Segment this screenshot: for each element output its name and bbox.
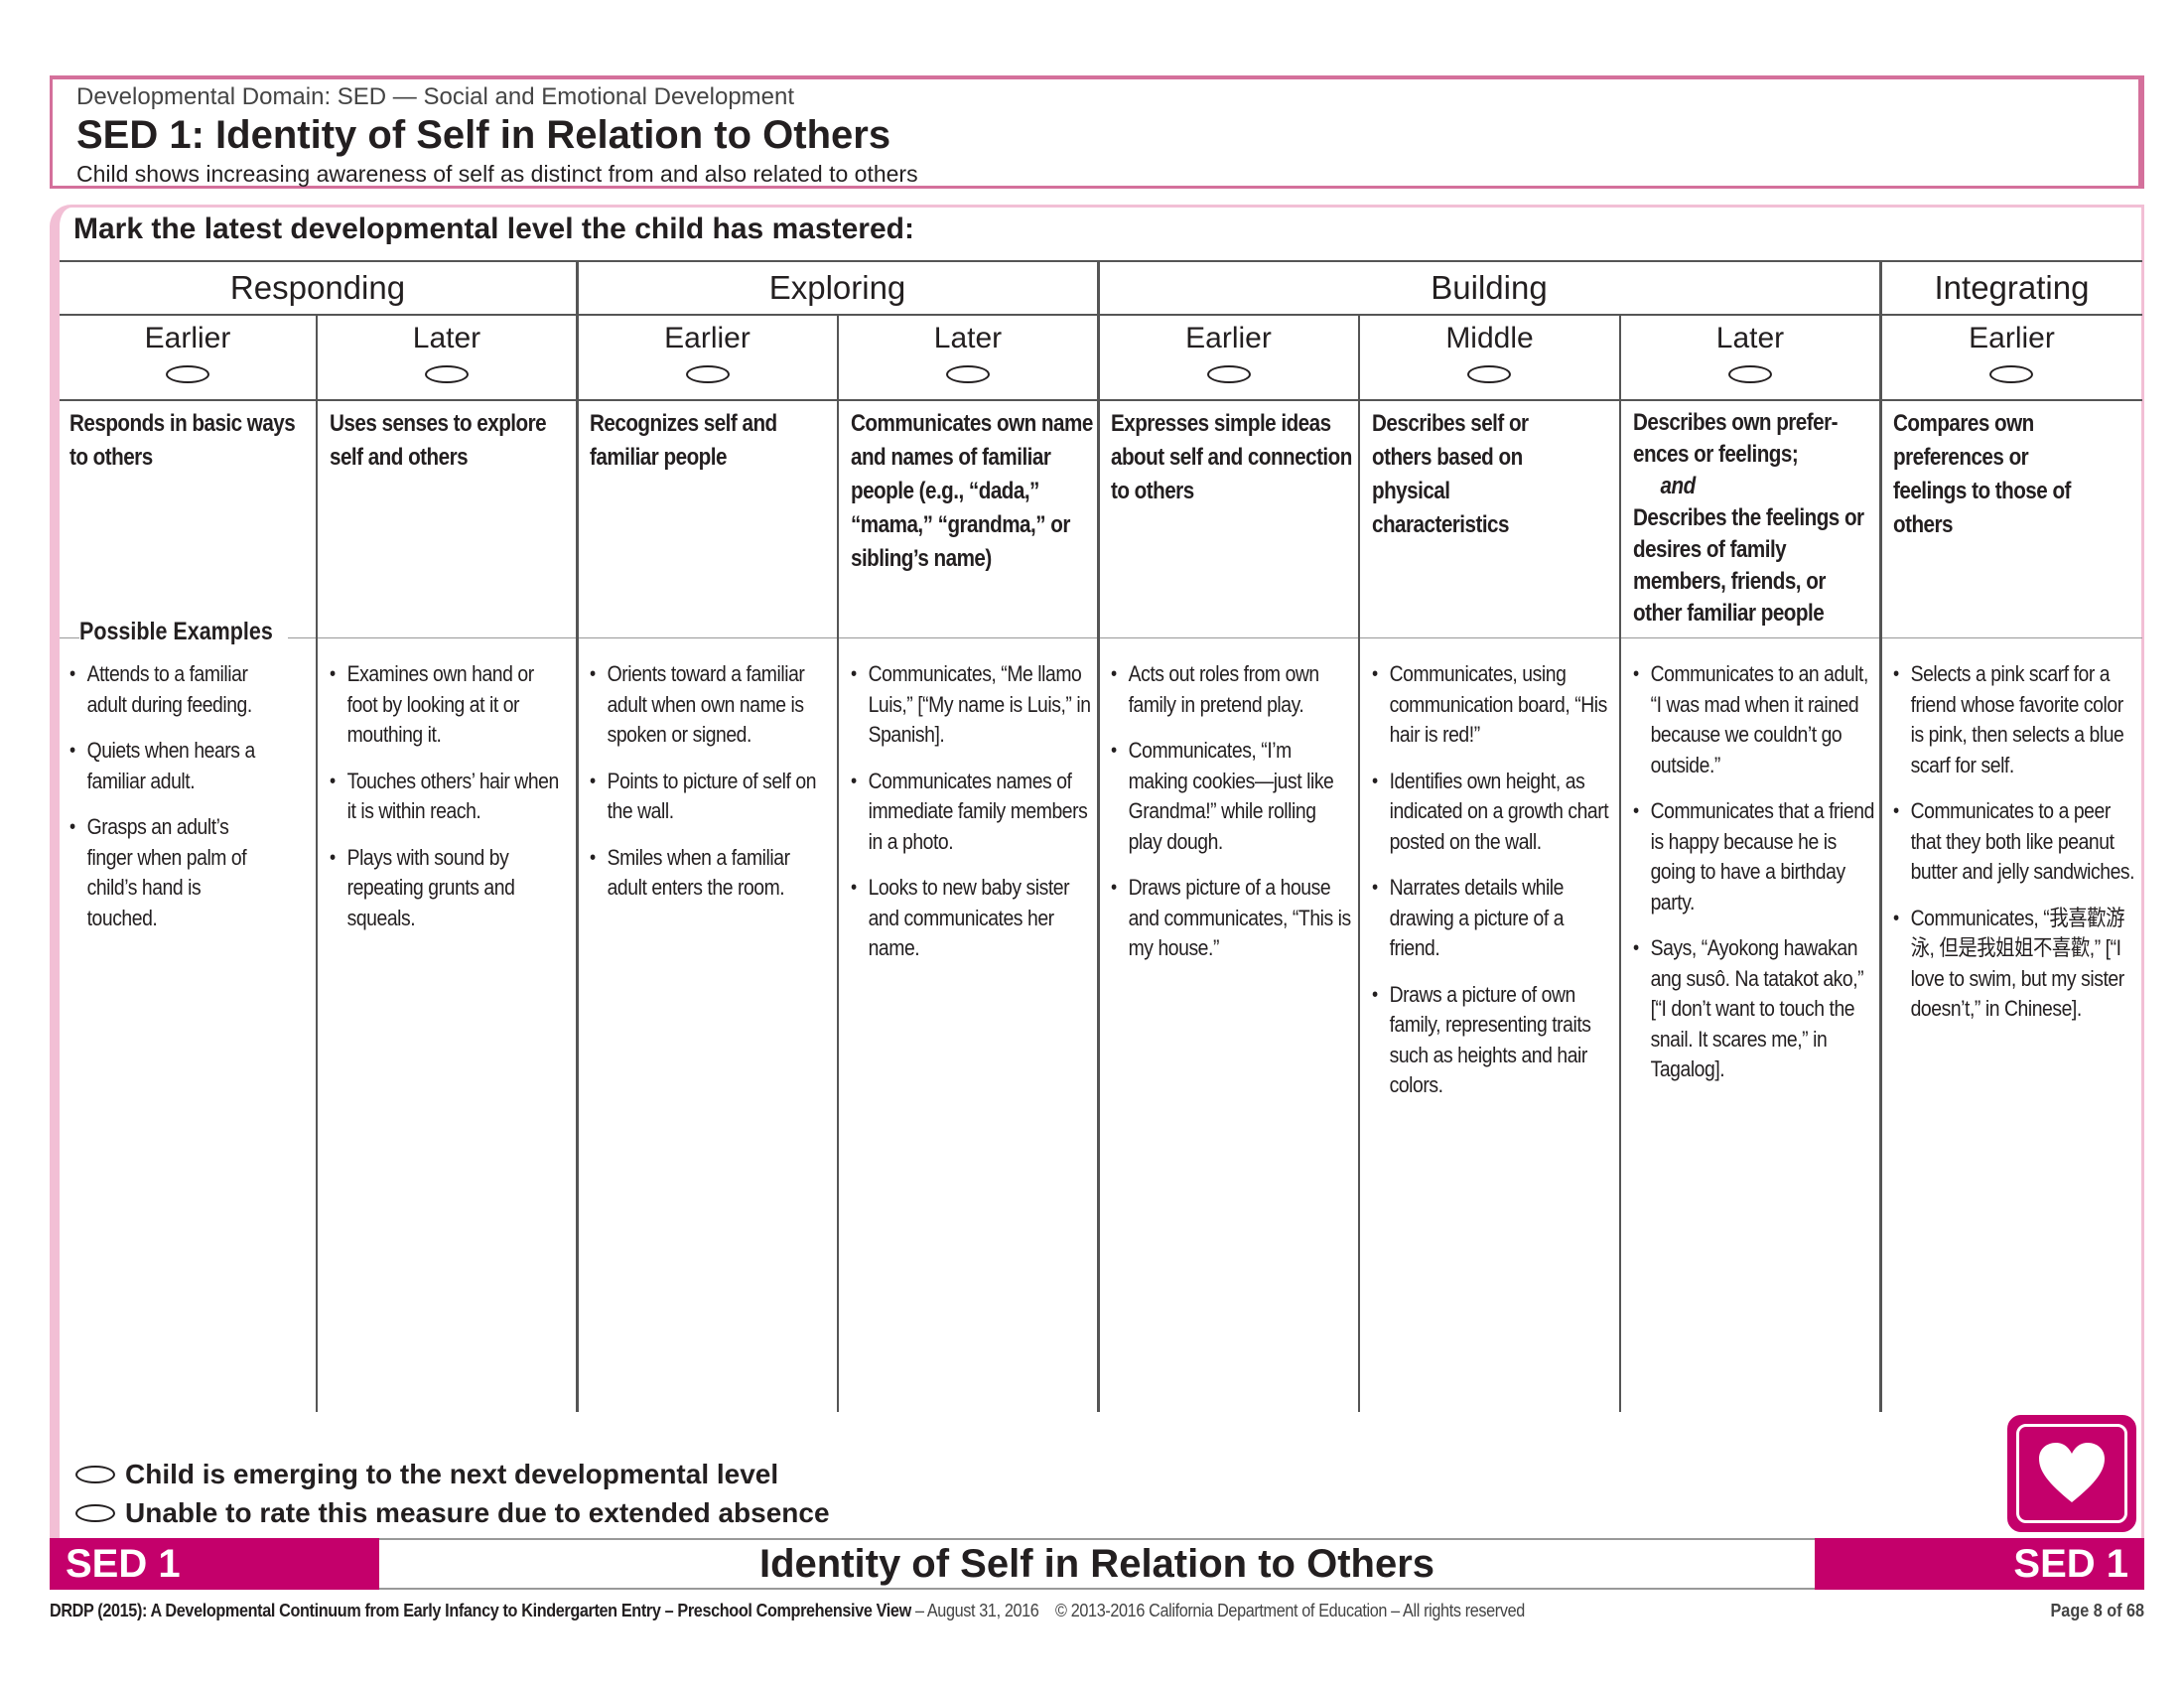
rating-radio[interactable] bbox=[1467, 365, 1511, 383]
emerging-option[interactable]: Child is emerging to the next developmen… bbox=[75, 1456, 778, 1493]
instruction-text: Mark the latest developmental level the … bbox=[73, 212, 914, 245]
page-number: Page 8 of 68 bbox=[2050, 1601, 2144, 1620]
descriptor-part-b: Describes the feelings or desires of fam… bbox=[1633, 504, 1864, 627]
example-item: Attends to a familiar adult during feedi… bbox=[69, 659, 266, 720]
unable-radio[interactable] bbox=[75, 1503, 115, 1522]
possible-examples-label: Possible Examples bbox=[79, 618, 282, 646]
example-item: Narrates details while drawing a picture… bbox=[1372, 873, 1612, 964]
descriptor-and: and bbox=[1660, 473, 1697, 499]
examples-column: Acts out roles from own family in preten… bbox=[1111, 659, 1409, 980]
descriptor: Uses senses to explore self and others bbox=[330, 410, 547, 471]
sublevel-label: Earlier bbox=[1185, 322, 1272, 354]
example-item: Selects a pink scarf for a friend whose … bbox=[1893, 659, 2137, 780]
example-item: Communicates, “I’m making cookies—just l… bbox=[1111, 736, 1351, 857]
level-integrating: Integrating bbox=[1934, 269, 2090, 306]
emerging-radio[interactable] bbox=[75, 1465, 115, 1483]
descriptor: Compares own preferences or feelings to … bbox=[1893, 410, 2071, 538]
example-item: Points to picture of self on the wall. bbox=[590, 767, 830, 827]
descriptor: Describes self or others based on physic… bbox=[1372, 410, 1529, 538]
example-item: Draws a picture of own family, represent… bbox=[1372, 980, 1612, 1101]
rating-radio[interactable] bbox=[1728, 365, 1772, 383]
example-item: Touches others’ hair when it is within r… bbox=[330, 767, 561, 827]
example-item: Communicates names of immediate family m… bbox=[851, 767, 1091, 858]
footer-bar: SED 1 Identity of Self in Relation to Ot… bbox=[50, 1538, 2144, 1590]
rating-radio[interactable] bbox=[946, 365, 990, 383]
sublevel-label: Later bbox=[933, 322, 1003, 354]
example-item: Plays with sound by repeating grunts and… bbox=[330, 843, 561, 934]
unable-option[interactable]: Unable to rate this measure due to exten… bbox=[75, 1494, 830, 1532]
sublevel-label: Later bbox=[1715, 322, 1785, 354]
credit-view: – Preschool Comprehensive View bbox=[660, 1601, 912, 1620]
descriptor-part-a: Describes own prefer-ences or feelings; bbox=[1633, 409, 1838, 468]
rating-panel bbox=[50, 205, 2144, 1545]
credit-date: – August 31, 2016 bbox=[910, 1601, 1039, 1620]
sublevel-label: Earlier bbox=[664, 322, 751, 354]
unable-label: Unable to rate this measure due to exten… bbox=[125, 1497, 830, 1528]
example-item: Says, “Ayokong hawakan ang susô. Na tata… bbox=[1633, 933, 1877, 1085]
example-item: Communicates, using communication board,… bbox=[1372, 659, 1612, 751]
examples-column: Communicates, using communication board,… bbox=[1372, 659, 1670, 1117]
example-item: Grasps an adult’s finger when palm of ch… bbox=[69, 812, 266, 933]
example-item: Acts out roles from own family in preten… bbox=[1111, 659, 1351, 720]
heart-icon bbox=[2039, 1443, 2105, 1502]
examples-column: Communicates, “Me llamo Luis,” [“My name… bbox=[851, 659, 1149, 980]
descriptor: Describes own prefer-ences or feelings; … bbox=[1633, 407, 1876, 630]
domain-label: Developmental Domain: SED — Social and E… bbox=[76, 83, 795, 110]
example-item: Communicates, “我喜歡游泳, 但是我姐姐不喜歡,” [“I lov… bbox=[1893, 904, 2129, 1025]
sublevel-label: Middle bbox=[1445, 322, 1534, 354]
example-item: Communicates to an adult, “I was mad whe… bbox=[1633, 659, 1877, 780]
level-exploring: Exploring bbox=[768, 269, 906, 306]
emerging-label: Child is emerging to the next developmen… bbox=[125, 1459, 779, 1489]
examples-column: Selects a pink scarf for a friend whose … bbox=[1893, 659, 2184, 1041]
example-item: Orients toward a familiar adult when own… bbox=[590, 659, 830, 751]
measure-header: Developmental Domain: SED — Social and E… bbox=[50, 75, 2144, 189]
example-item: Communicates, “Me llamo Luis,” [“My name… bbox=[851, 659, 1091, 751]
example-item: Draws picture of a house and communicate… bbox=[1111, 873, 1351, 964]
example-item: Identifies own height, as indicated on a… bbox=[1372, 767, 1612, 858]
example-item: Communicates to a peer that they both li… bbox=[1893, 796, 2137, 888]
rating-radio[interactable] bbox=[425, 365, 469, 383]
level-responding: Responding bbox=[229, 269, 406, 306]
sublevel-label: Later bbox=[412, 322, 481, 354]
example-item: Smiles when a familiar adult enters the … bbox=[590, 843, 830, 904]
example-item: Communicates that a friend is happy beca… bbox=[1633, 796, 1877, 917]
examples-column: Attends to a familiar adult during feedi… bbox=[69, 659, 367, 949]
sublevel-label: Earlier bbox=[144, 322, 231, 354]
rating-radio[interactable] bbox=[686, 365, 730, 383]
descriptor: Expresses simple ideas about self and co… bbox=[1111, 410, 1352, 504]
example-item: Looks to new baby sister and communicate… bbox=[851, 873, 1091, 964]
footer-measure-title: Identity of Self in Relation to Others bbox=[379, 1538, 1815, 1590]
descriptor: Communicates own name and names of famil… bbox=[851, 410, 1093, 572]
measure-definition: Child shows increasing awareness of self… bbox=[76, 161, 918, 187]
examples-column: Orients toward a familiar adult when own… bbox=[590, 659, 887, 919]
copyright: © 2013-2016 California Department of Edu… bbox=[1055, 1601, 1525, 1620]
sublevel-label: Earlier bbox=[1969, 322, 2055, 354]
example-item: Examines own hand or foot by looking at … bbox=[330, 659, 561, 751]
examples-column: Examines own hand or foot by looking at … bbox=[330, 659, 627, 949]
rating-radio[interactable] bbox=[166, 365, 209, 383]
level-building: Building bbox=[1431, 269, 1548, 306]
descriptor: Recognizes self and familiar people bbox=[590, 410, 777, 471]
examples-column: Communicates to an adult, “I was mad whe… bbox=[1633, 659, 1931, 1101]
rating-radio[interactable] bbox=[1207, 365, 1251, 383]
measure-code-left: SED 1 bbox=[50, 1538, 379, 1590]
domain-badge bbox=[2007, 1415, 2136, 1532]
credit-line: DRDP (2015): A Developmental Continuum f… bbox=[50, 1601, 1525, 1621]
measure-title: SED 1: Identity of Self in Relation to O… bbox=[76, 113, 891, 157]
rating-radio[interactable] bbox=[1989, 365, 2033, 383]
descriptor: Responds in basic ways to others bbox=[69, 410, 296, 471]
example-item: Quiets when hears a familiar adult. bbox=[69, 736, 266, 796]
credit-title: DRDP (2015): A Developmental Continuum f… bbox=[50, 1601, 661, 1620]
measure-code-right: SED 1 bbox=[1815, 1538, 2144, 1590]
rating-grid: Responding Exploring Building Integratin… bbox=[60, 260, 2142, 1412]
